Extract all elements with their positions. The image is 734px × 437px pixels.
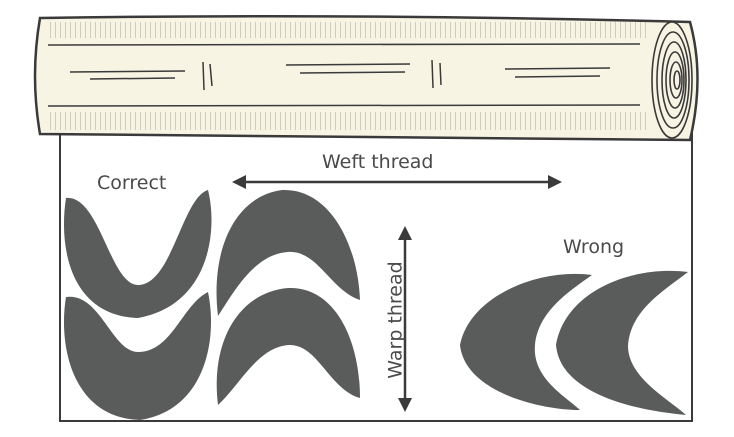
correct-label: Correct	[97, 172, 167, 194]
weft-thread-label: Weft thread	[322, 151, 434, 173]
correct-piece-4	[216, 287, 360, 405]
roll-top-hatching	[48, 22, 648, 38]
correct-pattern-pieces	[63, 189, 360, 420]
warp-thread-label: Warp thread	[384, 261, 407, 379]
warp-arrow	[398, 226, 412, 412]
wrong-pattern-pieces	[460, 270, 688, 415]
correct-piece-1	[63, 190, 212, 318]
wrong-piece-1	[460, 273, 592, 410]
roll-sketch-lines	[47, 43, 641, 107]
roll-body	[33, 14, 699, 142]
weft-arrow	[232, 175, 562, 189]
correct-piece-3	[216, 189, 360, 316]
roll-bottom-hatching	[48, 112, 648, 130]
wrong-piece-2	[556, 270, 688, 415]
roll-end-spiral	[651, 21, 693, 139]
correct-piece-2	[63, 292, 212, 420]
wrong-label: Wrong	[563, 236, 625, 258]
fabric-roll	[33, 14, 699, 142]
